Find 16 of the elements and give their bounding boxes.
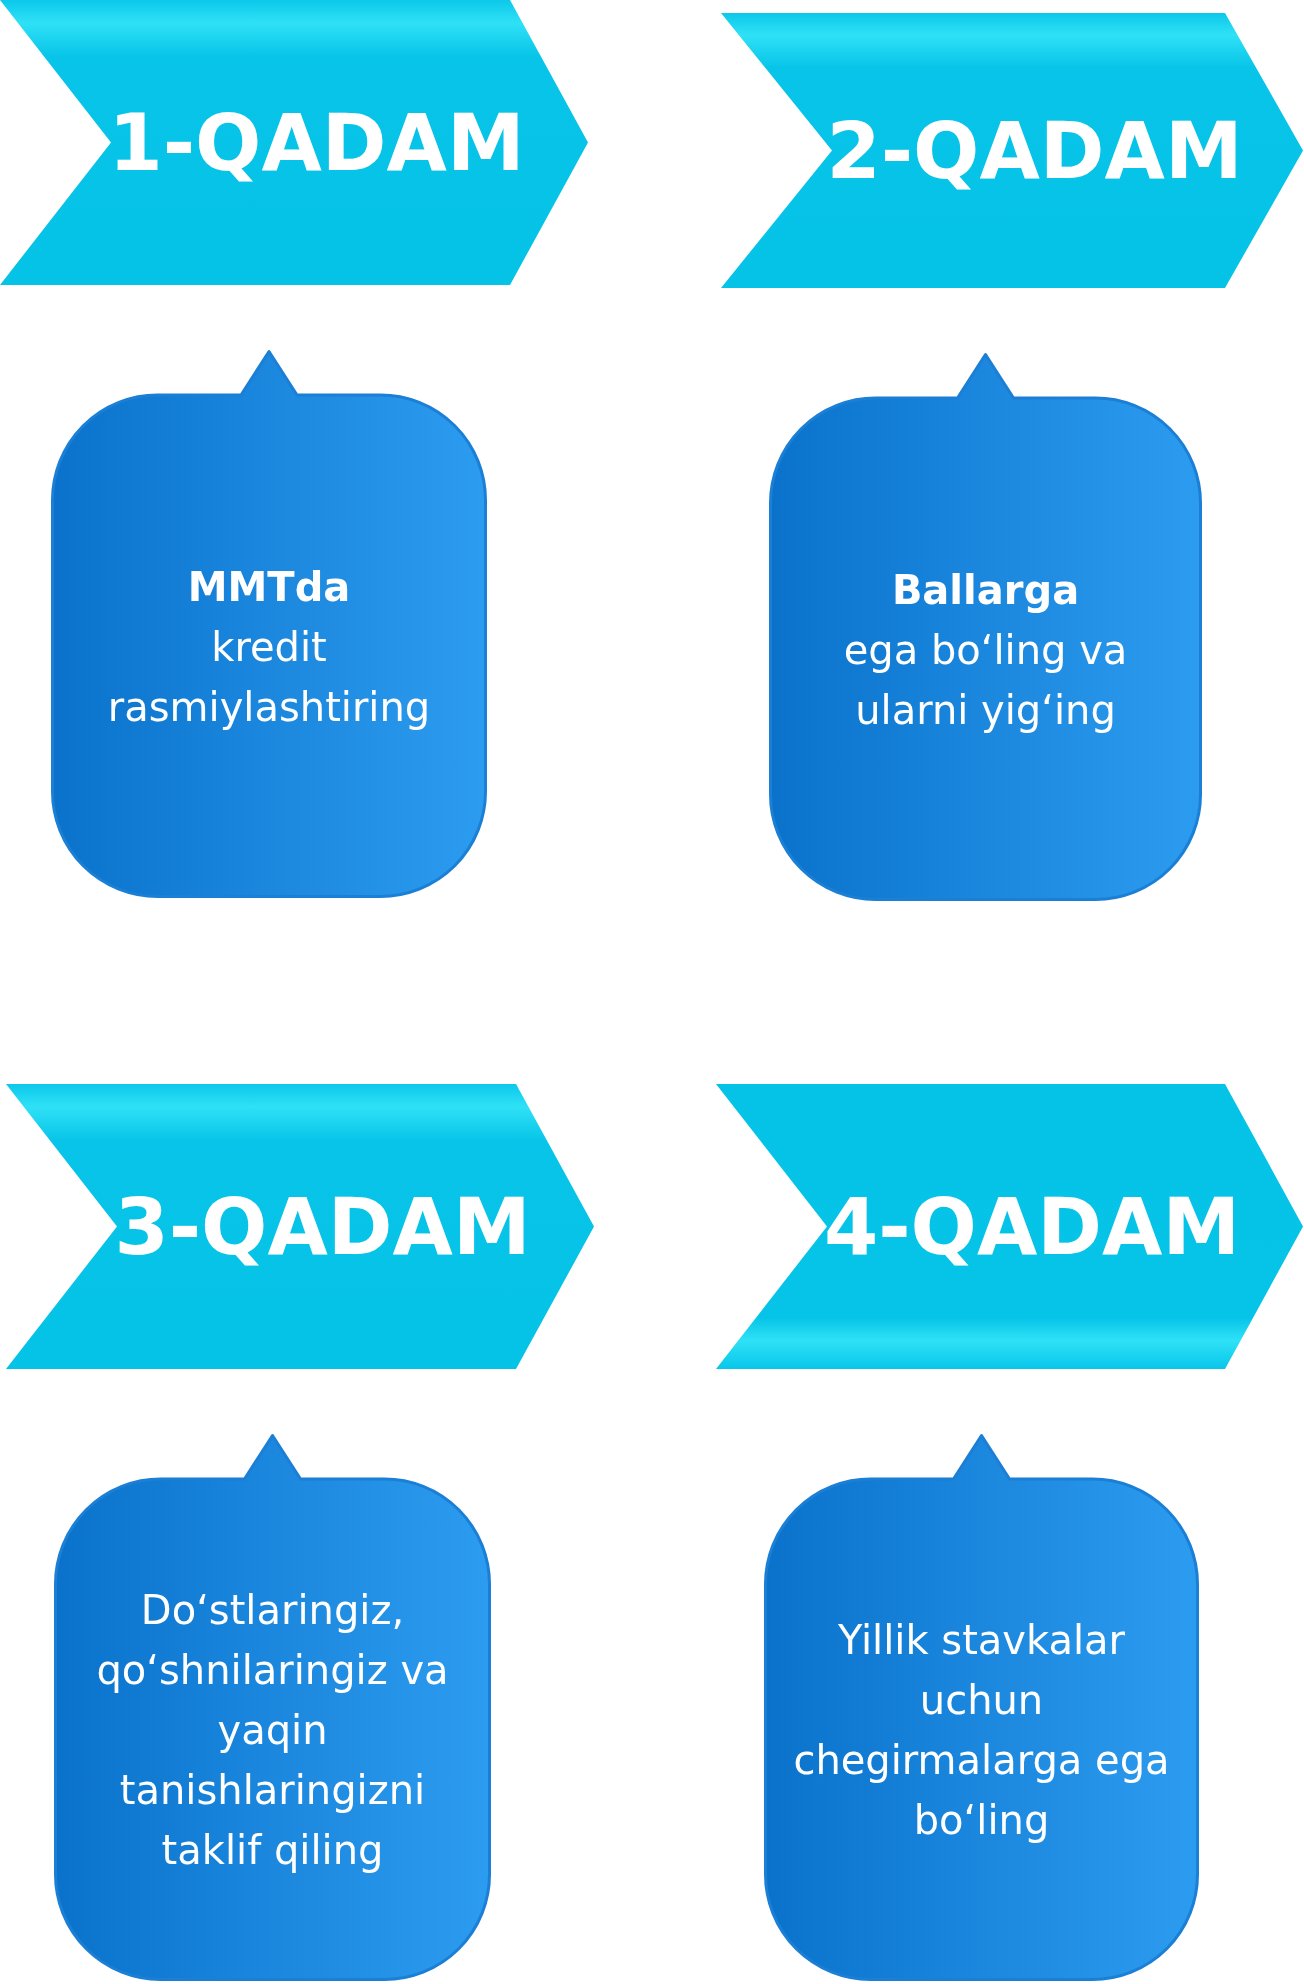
speech-bubble	[764, 1433, 1199, 1981]
step-description: Yillik stavkalar uchun chegirmalarga ega bo‘ling	[792, 1616, 1171, 1845]
chevron-banner	[6, 1084, 594, 1369]
speech-bubble	[51, 349, 487, 898]
step-description: Ballarga ega bo‘ling va ularni yig‘ing	[842, 565, 1129, 735]
speech-bubble	[769, 352, 1202, 901]
chevron-banner	[716, 1084, 1303, 1369]
step-description: MMTda kredit rasmiylashtiring	[106, 562, 432, 732]
chevron-banner	[721, 13, 1303, 288]
step-title: 3-QADAM	[114, 1187, 531, 1266]
speech-bubble	[54, 1433, 491, 1981]
step-title: 1-QADAM	[108, 103, 525, 182]
step-title: 4-QADAM	[823, 1187, 1241, 1266]
step-title: 2-QADAM	[826, 111, 1243, 190]
chevron-banner	[0, 0, 588, 285]
step-description: Do‘stlaringiz, qo‘shnilaringiz va yaqin tanishlaringizni taklif qiling	[95, 1586, 450, 1875]
